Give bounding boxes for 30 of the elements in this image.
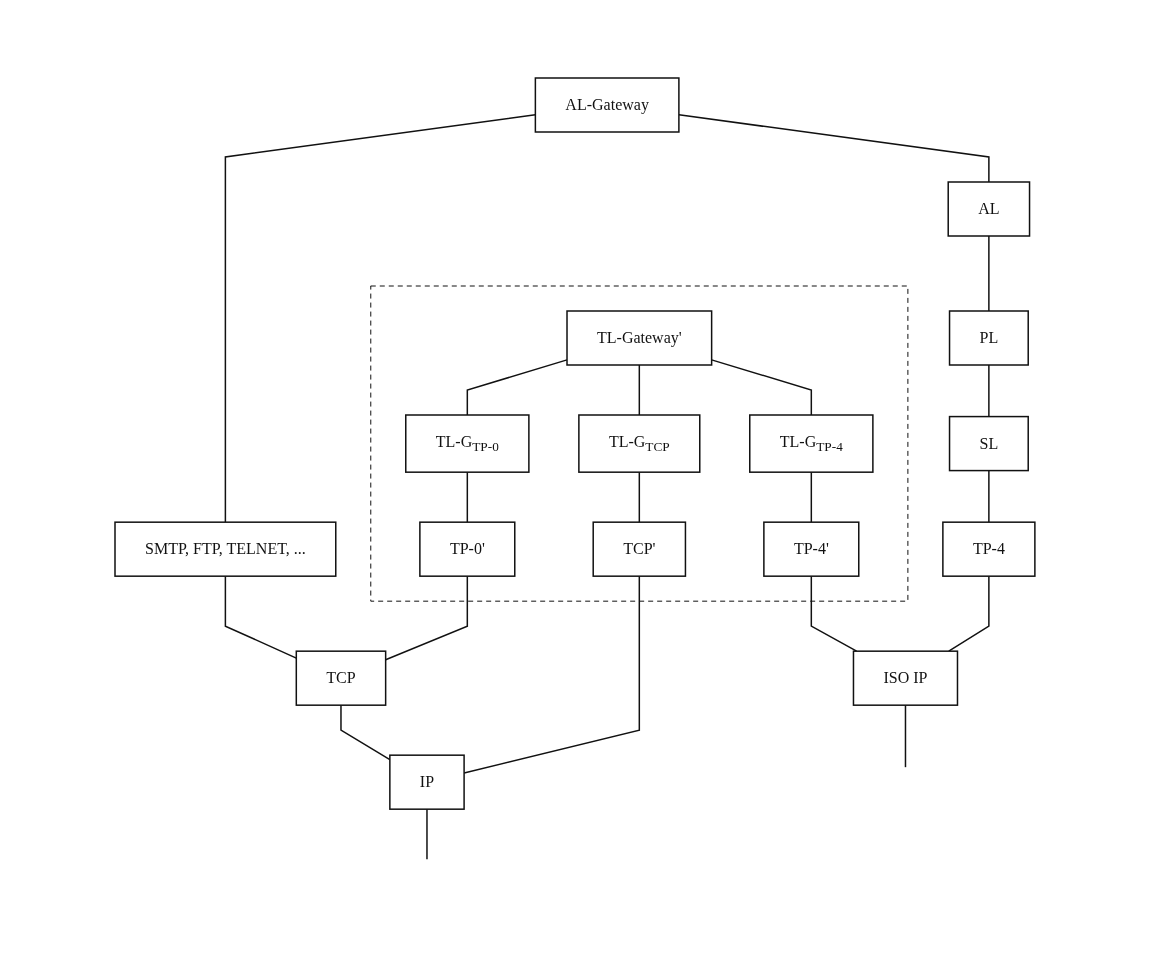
node-box: TCP [295, 650, 387, 707]
connector [904, 704, 907, 769]
connector [988, 235, 990, 313]
connector [426, 808, 428, 861]
connector [466, 359, 568, 417]
connector [810, 575, 858, 653]
connector [678, 114, 990, 184]
node-box: TL-G$_{TCP}$ [578, 414, 701, 474]
node-box: TL-Gateway' [566, 310, 713, 367]
connector [988, 364, 990, 418]
cluster [370, 285, 909, 603]
node-box: IP [389, 754, 465, 811]
node-box: TP-4' [763, 521, 860, 578]
node-box: TL-G$_{TP-0}$ [405, 414, 530, 474]
connector [988, 470, 990, 524]
node-box: TP-4 [942, 521, 1036, 578]
connector [466, 471, 469, 524]
node-box: AL-Gateway [534, 77, 680, 134]
connector [638, 364, 641, 417]
connector [948, 575, 990, 653]
node-box: SMTP, FTP, TELNET, ... [114, 521, 337, 578]
node-box: PL [948, 310, 1029, 367]
node-box: AL [947, 181, 1031, 238]
node-box: TP-0' [419, 521, 516, 578]
node-box: TCP' [592, 521, 687, 578]
connector [638, 471, 641, 524]
node-box: ISO IP [852, 650, 959, 707]
node-box: TL-G$_{TP-4}$ [749, 414, 874, 474]
node-box: SL [948, 416, 1029, 472]
connector [810, 471, 813, 524]
